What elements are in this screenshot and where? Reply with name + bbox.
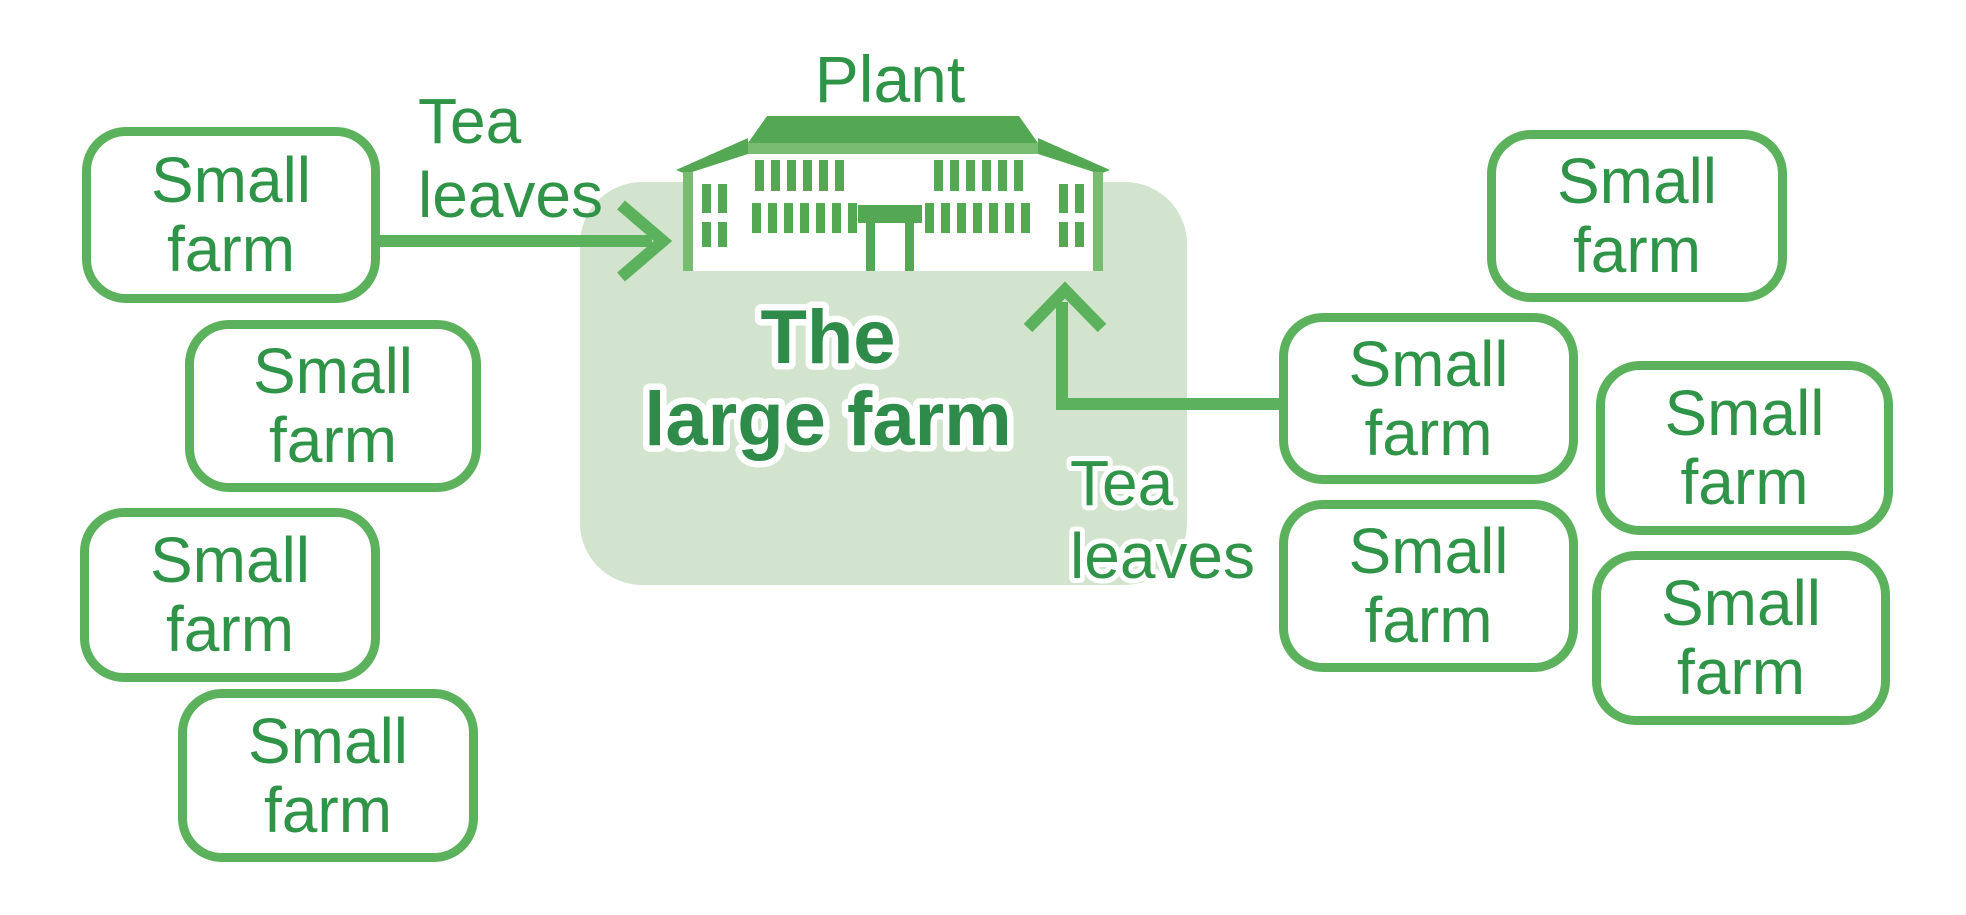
tea-leaves-arrow-right [1023, 281, 1279, 410]
large-farm-title-line2: large farm [644, 377, 1012, 462]
left-tower-edge [683, 172, 693, 271]
small-farm-box-right-1: Small farm [1487, 130, 1787, 302]
arrow-shaft [1056, 302, 1279, 410]
large-farm-title: The large farm [638, 289, 1019, 469]
right-tower-roof [1038, 138, 1110, 174]
plant-building-icon [676, 116, 1110, 271]
tea-leaves-label-right: Tea leaves [1065, 442, 1260, 597]
window-slats-bottom-row [752, 203, 1030, 233]
right-tower-windows [1059, 184, 1084, 247]
small-farm-box-left-4: Small farm [178, 689, 478, 862]
small-farm-box-right-3: Small farm [1596, 361, 1893, 535]
tea-leaves-label-left: Tea leaves [418, 84, 603, 232]
small-farm-label-line1: Small [1664, 377, 1825, 449]
small-farm-label-line1: Small [1348, 515, 1509, 587]
large-farm-title-line1: The [760, 295, 895, 380]
door-post-right [905, 223, 914, 271]
tea-leaves-right-line2: leaves [1070, 520, 1255, 592]
tea-leaves-arrow-left [380, 200, 673, 282]
small-farm-label-line1: Small [150, 144, 312, 216]
small-farm-label-line1: Small [149, 524, 311, 596]
small-farm-label-line1: Small [247, 704, 409, 777]
small-farm-label-line2: farm [269, 404, 397, 476]
arrow-head-right [617, 200, 673, 282]
small-farm-label-line1: Small [1660, 567, 1822, 639]
tea-leaves-left-line1: Tea [418, 85, 522, 157]
plant-label: Plant [814, 42, 966, 116]
small-farm-box-right-4: Small farm [1279, 500, 1578, 672]
tea-leaves-left-line2: leaves [418, 159, 603, 231]
window-slats-top-row [755, 160, 1023, 191]
small-farm-label-line2: farm [1677, 636, 1805, 708]
small-farm-label-line2: farm [264, 773, 392, 846]
building-fascia [737, 143, 1047, 154]
building-main-roof [748, 116, 1038, 143]
small-farm-label-line2: farm [1573, 214, 1701, 286]
small-farm-box-left-3: Small farm [80, 508, 380, 682]
small-farm-box-left-2: Small farm [185, 320, 481, 492]
small-farm-label-line2: farm [166, 593, 294, 665]
small-farm-box-right-2: Small farm [1279, 313, 1578, 484]
small-farm-box-left-1: Small farm [82, 127, 380, 303]
small-farm-label-line1: Small [1348, 327, 1509, 400]
small-farm-label-line1: Small [1556, 145, 1718, 217]
right-tower-edge [1093, 172, 1103, 271]
door-post-left [866, 223, 875, 271]
door-canopy [858, 205, 922, 223]
left-tower-roof [676, 138, 748, 174]
small-farm-label-line1: Small [252, 335, 414, 407]
small-farm-box-right-5: Small farm [1592, 551, 1890, 725]
small-farm-label-line2: farm [1364, 396, 1493, 469]
left-tower-windows [702, 184, 727, 247]
small-farm-label-line2: farm [1680, 446, 1809, 518]
arrow-head-up [1023, 281, 1107, 333]
small-farm-label-line2: farm [167, 213, 295, 285]
tea-leaves-right-line1: Tea [1070, 447, 1174, 519]
small-farm-label-line2: farm [1364, 584, 1493, 656]
